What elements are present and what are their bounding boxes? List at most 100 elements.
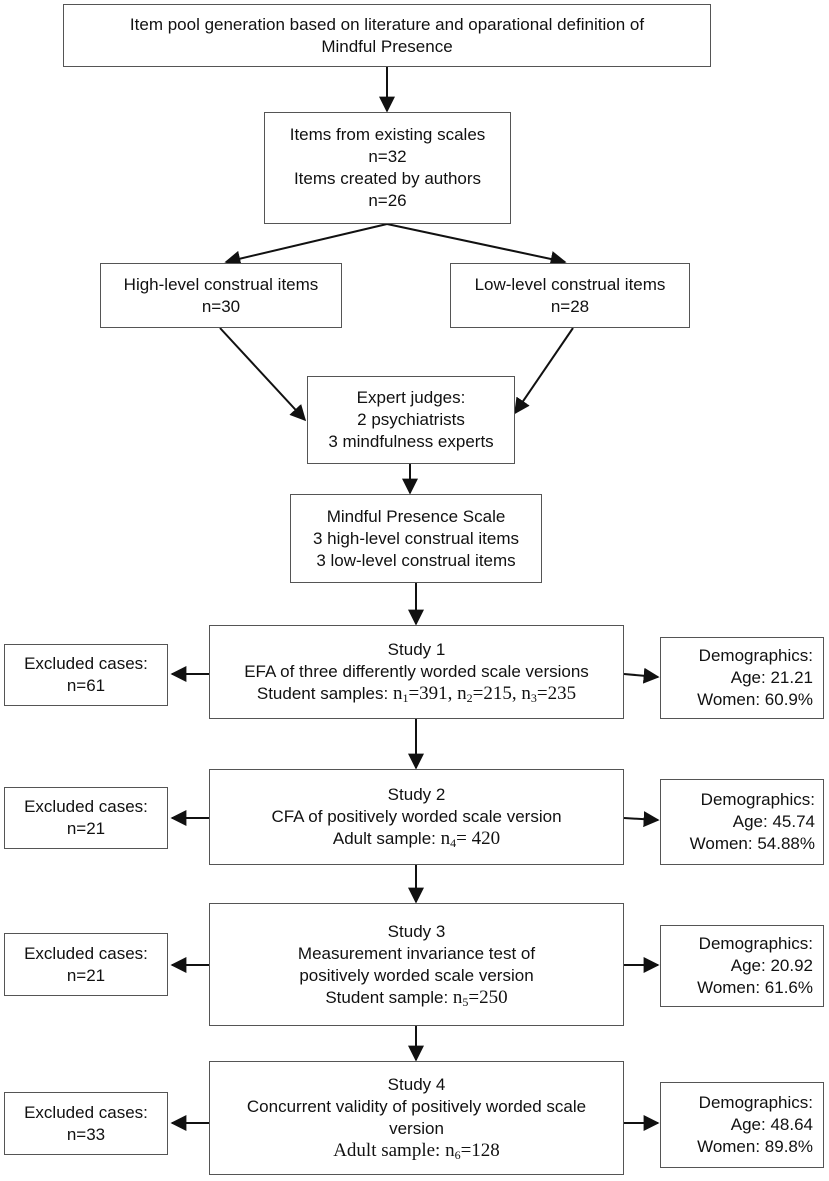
study1-box: Study 1 EFA of three differently worded … bbox=[209, 625, 624, 719]
study3-n-sub: 5 bbox=[462, 994, 469, 1009]
experts-psychiatrists: 2 psychiatrists bbox=[357, 410, 465, 429]
study1-n3-symbol: n bbox=[521, 683, 531, 704]
low-level-n: n=28 bbox=[550, 296, 590, 316]
scale-box: Mindful Presence Scale 3 high-level cons… bbox=[290, 494, 542, 583]
study1-excluded-box: Excluded cases: n=61 bbox=[4, 644, 168, 706]
study3-demographics-age: Age: 20.92 bbox=[730, 956, 813, 975]
study4-demographics-title: Demographics: bbox=[698, 1093, 813, 1112]
study3-excluded-label: Excluded cases: bbox=[24, 943, 148, 963]
experts-mindfulness: 3 mindfulness experts bbox=[328, 432, 494, 451]
study2-n-value: = 420 bbox=[456, 828, 501, 849]
study2-excluded-n: n=21 bbox=[66, 819, 106, 838]
items-source-box: Items from existing scales n=32 Items cr… bbox=[264, 112, 511, 224]
study4-box: Study 4 Concurrent validity of positivel… bbox=[209, 1061, 624, 1175]
study4-n-symbol: n bbox=[445, 1140, 455, 1161]
study3-demographics-women: Women: 61.6% bbox=[697, 978, 813, 997]
arrow-low-to-experts bbox=[514, 327, 574, 415]
study3-sample-label: Student sample: bbox=[325, 987, 453, 1007]
scale-high-items: 3 high-level construal items bbox=[313, 528, 519, 548]
study2-demographics-women: Women: 54.88% bbox=[689, 834, 815, 853]
study4-title: Study 4 bbox=[387, 1075, 446, 1094]
study3-n-symbol: n bbox=[452, 986, 463, 1008]
expert-judges-box: Expert judges: 2 psychiatrists 3 mindful… bbox=[307, 376, 515, 464]
study2-excluded-box: Excluded cases: n=21 bbox=[4, 787, 168, 849]
low-level-items-box: Low-level construal items n=28 bbox=[450, 263, 690, 328]
study2-excluded-label: Excluded cases: bbox=[24, 797, 148, 816]
study1-demographics-box: Demographics: Age: 21.21 Women: 60.9% bbox=[660, 637, 824, 719]
study1-n3-sub: 3 bbox=[530, 691, 537, 705]
study2-sample: Adult sample: n4= 420 bbox=[333, 828, 500, 850]
study4-demographics-age: Age: 48.64 bbox=[730, 1115, 813, 1134]
arrow-study2-to-demographics bbox=[623, 811, 660, 828]
study1-n2-symbol: n bbox=[457, 683, 467, 704]
study2-title: Study 2 bbox=[387, 785, 446, 804]
study1-sample-sizes: n1=391, n2=215, n3=235 bbox=[393, 683, 576, 704]
items-created-label: Items created by authors bbox=[293, 169, 482, 188]
study4-n-sub: 6 bbox=[454, 1148, 461, 1162]
study3-excluded-n: n=21 bbox=[66, 965, 106, 985]
study1-excluded-n: n=61 bbox=[66, 676, 106, 695]
study3-description-line2: positively worded scale version bbox=[299, 965, 534, 985]
scale-low-items: 3 low-level construal items bbox=[316, 550, 516, 570]
study1-n1-value: =391, bbox=[408, 683, 458, 704]
study2-sample-size: n4= 420 bbox=[441, 828, 500, 849]
study1-sample-label: Student samples: bbox=[256, 684, 393, 703]
study2-n-sub: 4 bbox=[450, 836, 457, 850]
study1-n2-value: =215, bbox=[472, 683, 522, 704]
arrow-items-to-low bbox=[386, 223, 567, 267]
study2-description: CFA of positively worded scale version bbox=[271, 807, 562, 826]
study3-box: Study 3 Measurement invariance test of p… bbox=[209, 903, 624, 1026]
study4-excluded-box: Excluded cases: n=33 bbox=[4, 1092, 168, 1155]
item-pool-line1: Item pool generation based on literature… bbox=[129, 14, 645, 34]
items-existing-n: n=32 bbox=[368, 147, 407, 166]
arrow-high-to-experts bbox=[219, 327, 307, 422]
study3-sample: Student sample: n5=250 bbox=[325, 987, 507, 1009]
study1-n1-symbol: n bbox=[392, 683, 403, 704]
study4-excluded-label: Excluded cases: bbox=[24, 1102, 148, 1122]
study2-demographics-title: Demographics: bbox=[700, 790, 815, 809]
study4-excluded-n: n=33 bbox=[66, 1124, 106, 1144]
study1-excluded-label: Excluded cases: bbox=[24, 654, 148, 673]
item-pool-box: Item pool generation based on literature… bbox=[63, 4, 711, 67]
arrow-study1-to-demographics bbox=[623, 667, 660, 684]
study3-description-line1: Measurement invariance test of bbox=[297, 943, 536, 963]
high-level-n: n=30 bbox=[201, 296, 241, 316]
study3-title: Study 3 bbox=[387, 921, 446, 941]
study4-sample-label: Adult sample: bbox=[333, 1140, 446, 1161]
study4-demographics-women: Women: 89.8% bbox=[697, 1137, 813, 1156]
study4-sample: Adult sample: n6=128 bbox=[333, 1140, 500, 1162]
study1-n2-sub: 2 bbox=[466, 691, 473, 705]
study3-excluded-box: Excluded cases: n=21 bbox=[4, 933, 168, 996]
study4-demographics-box: Demographics: Age: 48.64 Women: 89.8% bbox=[660, 1082, 824, 1168]
items-existing-label: Items from existing scales bbox=[289, 125, 486, 144]
item-pool-line2: Mindful Presence bbox=[321, 36, 453, 56]
arrow-items-to-high bbox=[224, 223, 388, 267]
study4-n-value: =128 bbox=[460, 1140, 500, 1161]
study1-demographics-age: Age: 21.21 bbox=[730, 668, 813, 687]
study2-box: Study 2 CFA of positively worded scale v… bbox=[209, 769, 624, 865]
study2-demographics-age: Age: 45.74 bbox=[732, 812, 815, 831]
study1-demographics-title: Demographics: bbox=[698, 646, 813, 665]
study1-n3-value: =235 bbox=[536, 683, 577, 704]
study1-title: Study 1 bbox=[387, 640, 446, 659]
experts-title: Expert judges: bbox=[356, 388, 466, 407]
study4-description-line1: Concurrent validity of positively worded… bbox=[246, 1097, 587, 1116]
scale-title: Mindful Presence Scale bbox=[326, 506, 506, 526]
study1-sample: Student samples: n1=391, n2=215, n3=235 bbox=[257, 683, 576, 705]
study3-demographics-box: Demographics: Age: 20.92 Women: 61.6% bbox=[660, 925, 824, 1007]
study1-n1-sub: 1 bbox=[402, 691, 409, 705]
study4-description-line2: version bbox=[389, 1119, 444, 1138]
study2-sample-label: Adult sample: bbox=[332, 829, 441, 848]
study3-demographics-title: Demographics: bbox=[698, 934, 813, 953]
study2-n-symbol: n bbox=[440, 828, 451, 849]
low-level-label: Low-level construal items bbox=[474, 274, 666, 294]
study1-demographics-women: Women: 60.9% bbox=[697, 690, 813, 709]
study1-description: EFA of three differently worded scale ve… bbox=[244, 662, 589, 681]
study2-demographics-box: Demographics: Age: 45.74 Women: 54.88% bbox=[660, 779, 824, 865]
high-level-label: High-level construal items bbox=[123, 274, 319, 294]
study3-n-value: =250 bbox=[468, 986, 508, 1008]
study3-sample-size: n5=250 bbox=[453, 987, 508, 1008]
high-level-items-box: High-level construal items n=30 bbox=[100, 263, 342, 328]
items-created-n: n=26 bbox=[368, 191, 407, 210]
